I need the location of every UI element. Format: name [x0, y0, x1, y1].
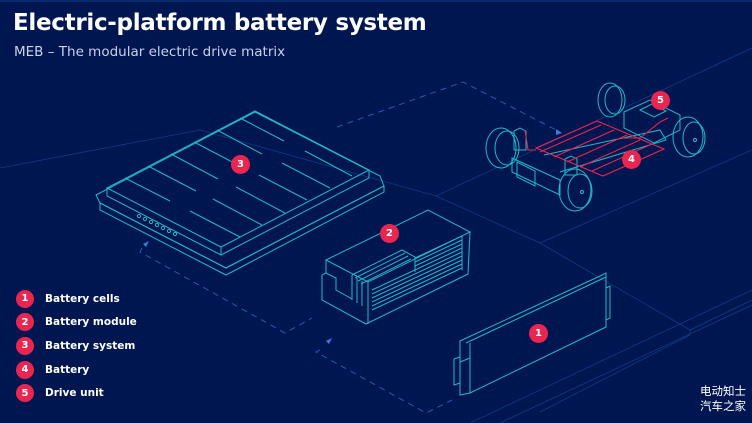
watermark: 电动知士 汽车之家: [700, 384, 746, 414]
plane-line-right: [539, 242, 752, 331]
chassis-drawing: [485, 82, 706, 212]
cell-body: [459, 272, 607, 396]
wheel-front-right: [558, 168, 593, 212]
path-arrowheads: [143, 129, 562, 344]
legend-badge: 2: [16, 313, 34, 332]
legend-label: Drive unit: [45, 387, 104, 400]
battery-cell-drawing: [453, 272, 611, 396]
dashed-path-module-to-system: [139, 247, 313, 334]
front-subframe: [511, 157, 561, 196]
page-subtitle: MEB – The modular electric drive matrix: [14, 44, 286, 60]
legend-badge: 4: [16, 360, 34, 379]
module-notch: [325, 272, 353, 300]
plane-line-lower-2: [499, 304, 752, 423]
tray-base-side: [99, 185, 385, 276]
module-outline: [321, 231, 471, 325]
battery-pack-highlight: [524, 117, 669, 177]
chassis-rail: [543, 129, 667, 173]
cell-top-edge: [465, 276, 607, 344]
front-motor-box: [516, 161, 536, 187]
marker-drive-unit: 5: [651, 91, 670, 110]
rear-hv-cable: [622, 117, 669, 139]
arrowhead-icon: [326, 338, 332, 344]
rear-drive-unit-housing: [623, 99, 681, 144]
watermark-line-1: 电动知士: [700, 384, 746, 398]
cell-terminal-right: [605, 285, 611, 321]
legend-badge: 3: [16, 336, 34, 355]
front-strut: [513, 127, 527, 151]
wheel-rear-right: [672, 116, 706, 158]
plane-line-lower: [469, 289, 752, 423]
legend-item-battery-cells: 1 Battery cells: [16, 287, 137, 311]
page-title: Electric-platform battery system: [13, 10, 427, 36]
marker-battery-cells: 1: [529, 324, 548, 343]
legend-label: Battery system: [45, 339, 136, 352]
arrowhead-icon: [556, 129, 562, 135]
legend-item-drive-unit: 5 Drive unit: [16, 381, 137, 405]
plane-edge: [539, 330, 691, 413]
dashed-path-system-to-car: [336, 81, 561, 133]
top-divider: [0, 0, 752, 2]
wheel-rear-left: [597, 82, 626, 118]
dashed-path-cell-to-module: [314, 349, 453, 414]
legend: 1 Battery cells 2 Battery module 3 Batte…: [16, 287, 137, 405]
assembly-paths: [139, 81, 561, 414]
module-cell-stack: [351, 235, 463, 311]
marker-battery-module: 2: [380, 224, 399, 243]
rear-drive-unit-top: [638, 103, 668, 118]
plane-line-mid: [435, 149, 752, 244]
legend-label: Battery cells: [45, 292, 120, 305]
cooling-ribs: [124, 117, 353, 238]
marker-battery-system: 3: [231, 155, 250, 174]
legend-badge: 1: [16, 289, 34, 308]
connector-pins: [136, 213, 178, 237]
legend-item-battery-module: 2 Battery module: [16, 311, 137, 335]
watermark-line-2: 汽车之家: [700, 399, 746, 413]
battery-system-drawing: [95, 110, 385, 276]
cell-terminal-left: [453, 356, 461, 386]
front-hv-cable: [524, 129, 536, 151]
legend-label: Battery: [45, 363, 90, 376]
legend-item-battery-system: 3 Battery system: [16, 334, 137, 358]
wheel-front-left: [485, 127, 520, 169]
legend-label: Battery module: [45, 316, 137, 329]
legend-badge: 5: [16, 384, 34, 403]
cell-tab: [459, 357, 471, 363]
legend-item-battery: 4 Battery: [16, 358, 137, 382]
battery-module-drawing: [321, 209, 472, 325]
marker-battery: 4: [622, 150, 641, 169]
arrowhead-icon: [143, 241, 149, 247]
